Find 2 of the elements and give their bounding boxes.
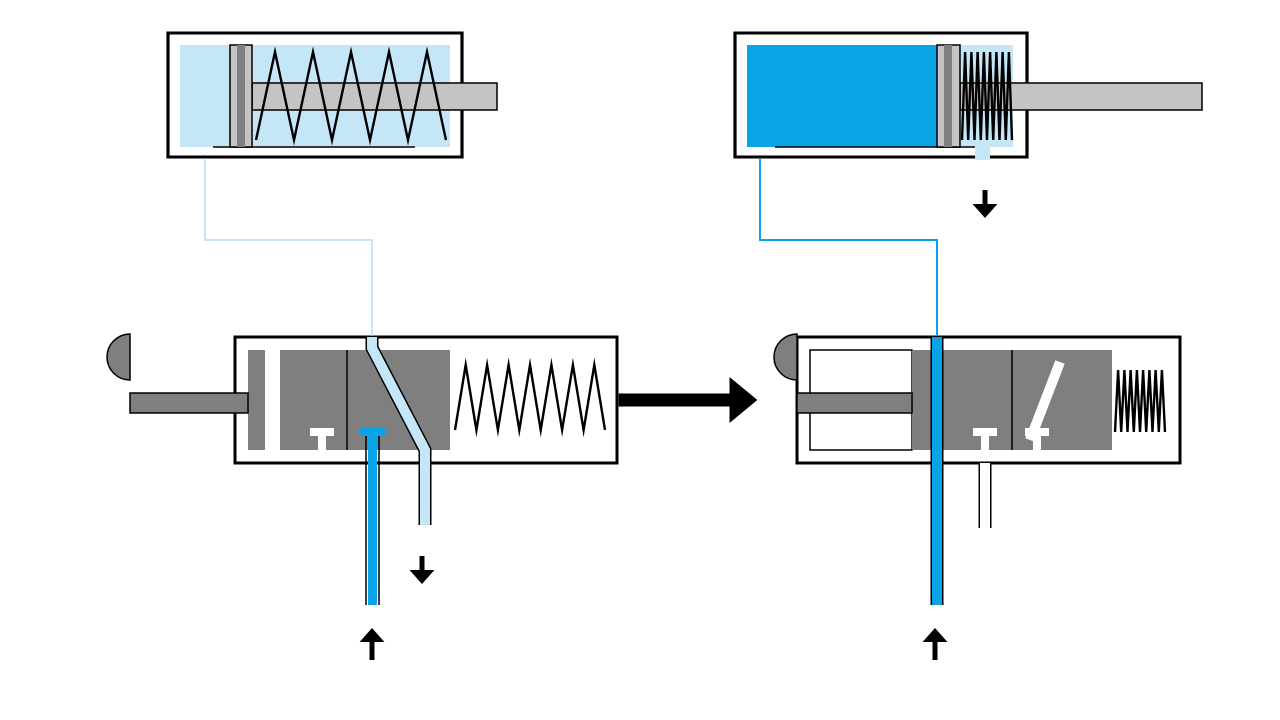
pipe xyxy=(204,157,373,337)
pipe xyxy=(759,157,938,337)
